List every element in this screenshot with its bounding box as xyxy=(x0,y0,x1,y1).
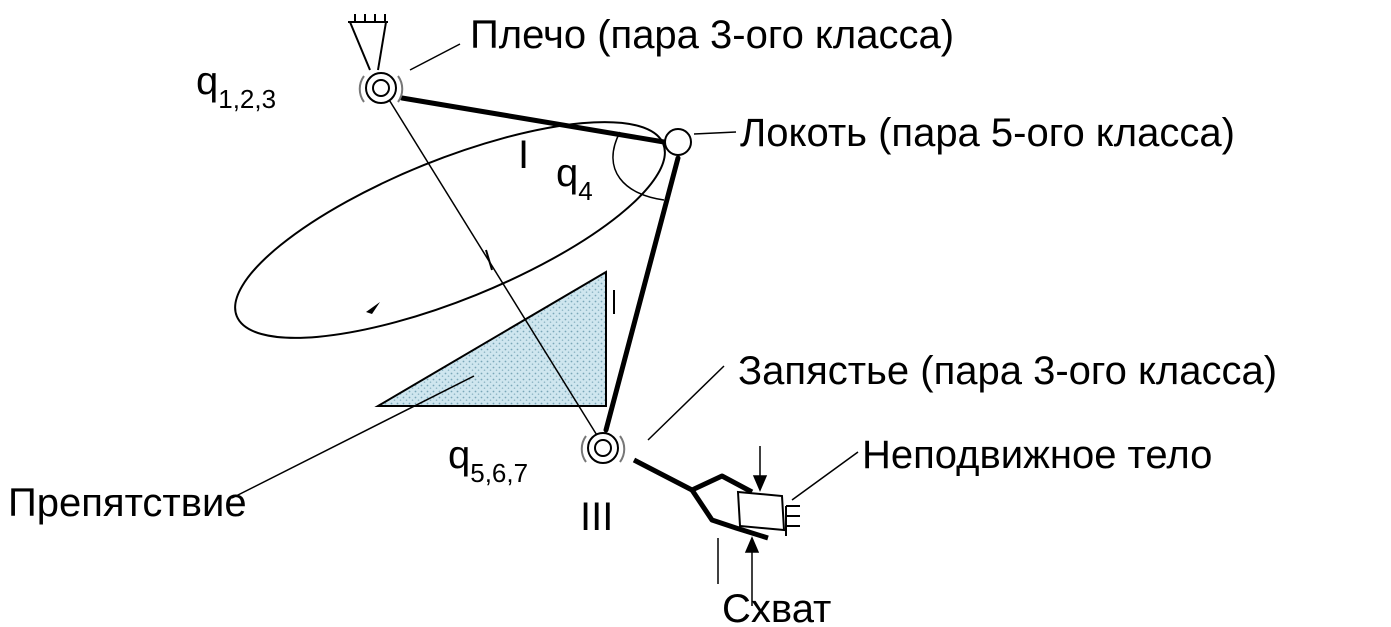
q-elbow-label: q4 xyxy=(556,151,593,206)
grip-force-arrows xyxy=(717,446,768,606)
link-1-label: I xyxy=(518,133,529,177)
q-wrist-label: q5,6,7 xyxy=(448,433,528,488)
q-shoulder-label: q1,2,3 xyxy=(196,59,276,114)
link-upper-arm xyxy=(399,95,667,145)
trajectory-arrow-icon xyxy=(366,302,380,314)
wrist-label: Запястье (пара 3-ого класса) xyxy=(738,349,1277,393)
base-mount-icon xyxy=(348,14,388,71)
shoulder-joint-icon xyxy=(358,72,404,104)
link-forearm xyxy=(603,155,681,433)
elbow-joint-icon xyxy=(664,128,692,156)
shoulder-label: Плечо (пара 3-ого класса) xyxy=(470,13,954,57)
leader-lines xyxy=(231,43,859,501)
link-3-label: III xyxy=(580,495,613,539)
obstacle-label: Препятствие xyxy=(8,481,247,525)
shoulder-wrist-tick xyxy=(485,249,493,271)
fixed-body-shape xyxy=(736,490,800,536)
arm-links xyxy=(399,95,681,433)
wrist-joint-icon xyxy=(580,432,626,464)
fixed-body-label: Неподвижное тело xyxy=(862,433,1212,477)
gripper-label: Схват xyxy=(722,587,831,627)
obstacle-shape xyxy=(374,270,607,407)
elbow-angle-arc xyxy=(612,131,665,201)
shoulder-wrist-line xyxy=(382,89,604,446)
elbow-label: Локоть (пара 5-ого класса) xyxy=(740,111,1235,155)
trajectory-ellipse xyxy=(234,121,666,339)
gripper-shape xyxy=(632,457,769,541)
